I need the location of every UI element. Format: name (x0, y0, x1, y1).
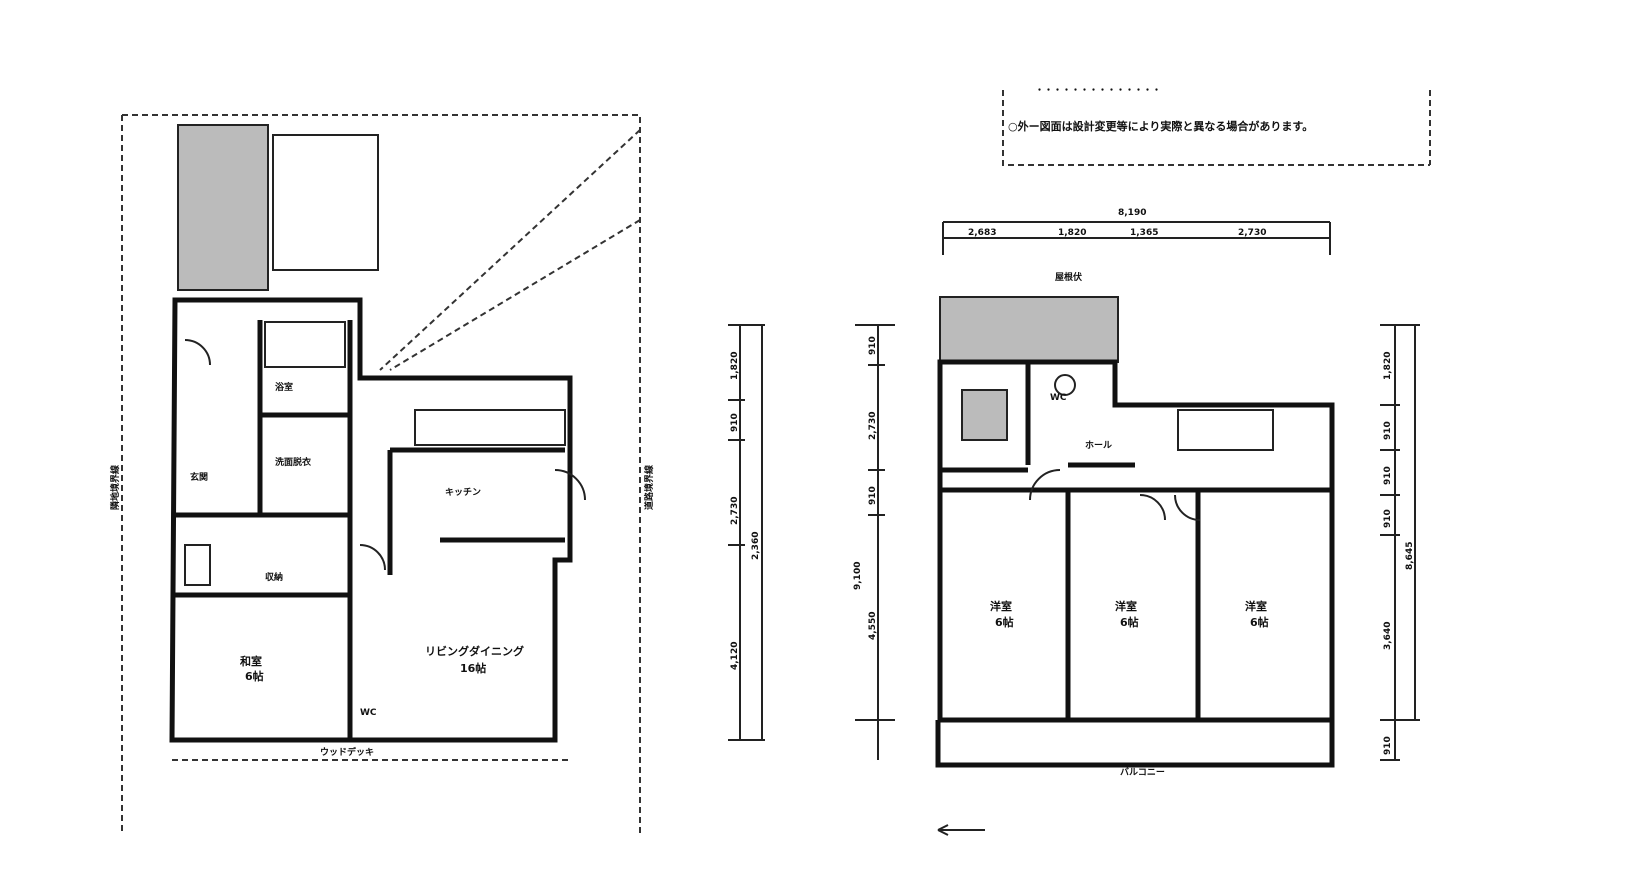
dim-label: 8,645 (1405, 542, 1415, 570)
room-label-bedroom-3: 洋室 (1245, 599, 1267, 613)
room-size: 16帖 (460, 661, 486, 675)
roof-label: 屋根伏 (1055, 271, 1082, 283)
room-label-bedroom-1: 洋室 (990, 599, 1012, 613)
dim-label: 910 (1383, 736, 1393, 755)
parking-hatch (177, 124, 269, 291)
toilet (184, 544, 211, 586)
kitchen-counter (414, 409, 566, 446)
dimension-column-second: 9,100 910 2,730 910 4,550 (853, 324, 895, 760)
room-label-wc: WC (360, 708, 377, 718)
balcony (935, 720, 1335, 768)
dim-label: 910 (868, 486, 878, 505)
second-floor-walls (937, 359, 1335, 723)
toilet-symbol (1054, 374, 1076, 396)
dim-label: 2,360 (751, 532, 761, 560)
door-swings (184, 339, 586, 571)
dim-label: 1,365 (1130, 228, 1158, 238)
room-label-kitchen: キッチン (445, 487, 481, 498)
dim-label: 1,820 (1383, 352, 1393, 380)
dim-label: 910 (1383, 509, 1393, 528)
dim-label: 3,640 (1383, 622, 1393, 650)
room-label-entrance: 玄関 (190, 471, 208, 483)
second-floor-plan: 8,190 2,683 1,820 1,365 2,730 屋根伏 洋室 6帖 … (935, 208, 1335, 778)
top-dimension-line (942, 221, 1331, 255)
bathtub (264, 321, 346, 368)
first-floor-walls (169, 297, 573, 743)
room-size: 6帖 (245, 669, 264, 683)
room-size: 6帖 (1250, 615, 1269, 629)
dim-label: 1,820 (1058, 228, 1086, 238)
dimension-column-first: 1,820 910 2,730 4,120 2,360 (728, 324, 765, 741)
first-floor-plan: 和室 6帖 リビングダイニング 16帖 浴室 洗面脱衣 キッチン 玄関 WC 収… (109, 114, 655, 835)
site-boundary (121, 114, 641, 835)
storage-shed (272, 134, 379, 271)
dim-label: 910 (868, 336, 878, 355)
dim-label: 2,683 (968, 228, 996, 238)
room-size: 6帖 (1120, 615, 1139, 629)
room-label-wc2: WC (1050, 393, 1067, 403)
dim-label: 910 (1383, 466, 1393, 485)
roof-hatch (939, 296, 1119, 363)
notes-line-1: ・・・・・・・・・・・・・・ (1035, 86, 1161, 96)
dim-label: 9,100 (853, 562, 863, 590)
balcony-label: バルコニー (1120, 767, 1165, 778)
boundary-label-right: 道路境界線 (643, 465, 655, 510)
dimension-column-right: 1,820 910 910 910 3,640 910 8,645 (1380, 324, 1420, 761)
north-arrow-icon (937, 824, 985, 836)
stairs-hatch (961, 389, 1008, 441)
room-label-hall: ホール (1085, 440, 1112, 451)
room-label-storage: 収納 (265, 571, 283, 583)
dim-label: 4,550 (868, 612, 878, 640)
room-label-bath: 浴室 (275, 381, 293, 393)
door-swings (1029, 469, 1201, 521)
dim-label: 2,730 (868, 412, 878, 440)
dim-label: 8,190 (1118, 208, 1146, 218)
room-label-washroom: 洗面脱衣 (275, 456, 311, 468)
room-label-bedroom-2: 洋室 (1115, 599, 1137, 613)
dim-label: 2,730 (730, 497, 740, 525)
wood-deck-label: ウッドデッキ (320, 746, 374, 758)
room-label-washitsu: 和室 (240, 654, 262, 668)
washbasin-counter (1177, 409, 1274, 451)
room-size: 6帖 (995, 615, 1014, 629)
dim-label: 1,820 (730, 352, 740, 380)
boundary-label-left: 隣地境界線 (109, 465, 121, 510)
dim-label: 910 (1383, 421, 1393, 440)
notes-box: ・・・・・・・・・・・・・・ ○外ー図面は設計変更等により実際と異なる場合があり… (1002, 86, 1431, 166)
room-label-ldk: リビングダイニング (425, 644, 524, 658)
dim-label: 910 (730, 413, 740, 432)
dim-label: 4,120 (730, 642, 740, 670)
notes-line-2: ○外ー図面は設計変更等により実際と異なる場合があります。 (1008, 119, 1313, 133)
dim-label: 2,730 (1238, 228, 1266, 238)
